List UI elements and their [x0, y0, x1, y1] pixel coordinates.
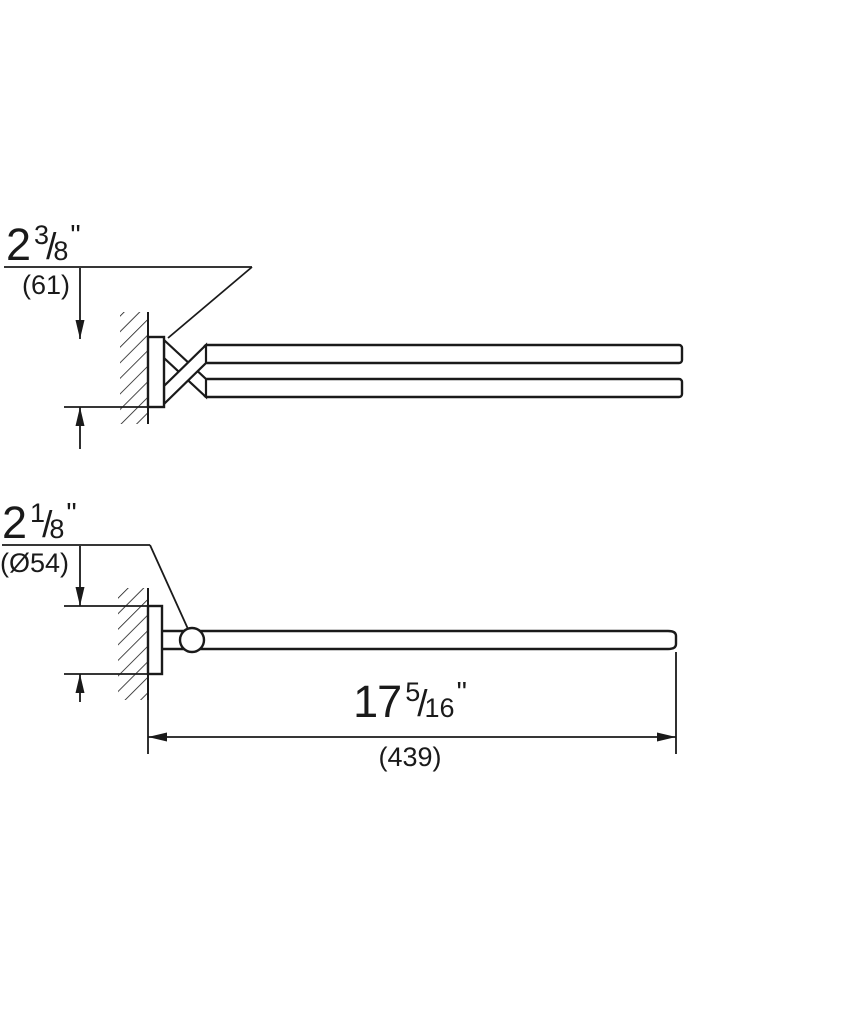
height-metric-label: (61)	[22, 270, 71, 300]
height-dimension-slash: /	[46, 226, 57, 267]
height-dimension-unit: "	[70, 220, 81, 252]
mounting-plate-top-view	[146, 335, 166, 409]
side-view	[2, 544, 678, 754]
diameter-dimension-denominator: 8	[49, 514, 65, 544]
height-dim-leader	[167, 266, 253, 339]
towel-arm-upper	[202, 343, 684, 365]
diameter-metric-label: (Ø54)	[0, 548, 70, 578]
length-dimension-denominator: 16	[424, 693, 455, 723]
height-dimension-denominator: 8	[53, 236, 69, 266]
height-dim-arrow-bottom	[75, 407, 85, 426]
towel-arm-lower	[202, 377, 684, 399]
length-dimension-numerator: 5	[405, 677, 421, 707]
flange-circle	[178, 626, 206, 654]
wall-hatch-side-view	[118, 588, 148, 700]
diameter-dim-arrow-bottom	[75, 674, 85, 693]
length-dimension-unit: "	[456, 677, 467, 709]
diameter-dimension-slash: /	[42, 504, 53, 545]
diameter-dimension-whole: 2	[2, 497, 27, 548]
height-dimension-numerator: 3	[34, 220, 50, 250]
wall-hatch-top-view	[120, 312, 148, 424]
length-dim-arrow-left	[148, 732, 167, 742]
mounting-plate-side-view	[146, 604, 164, 676]
length-dim-arrow-right	[657, 732, 676, 742]
diameter-dimension-unit: "	[66, 498, 77, 530]
length-dimension-slash: /	[417, 683, 428, 724]
towel-bar-side-view	[156, 629, 678, 651]
diameter-dim-arrow-top	[75, 587, 85, 606]
diameter-dim-leader	[149, 544, 189, 630]
height-dimension-whole: 2	[6, 219, 31, 270]
height-dim-arrow-top	[75, 320, 85, 339]
diameter-dimension-numerator: 1	[30, 498, 46, 528]
length-dimension-whole: 17	[353, 676, 402, 727]
top-view	[4, 266, 684, 449]
length-metric-label: (439)	[378, 742, 442, 772]
